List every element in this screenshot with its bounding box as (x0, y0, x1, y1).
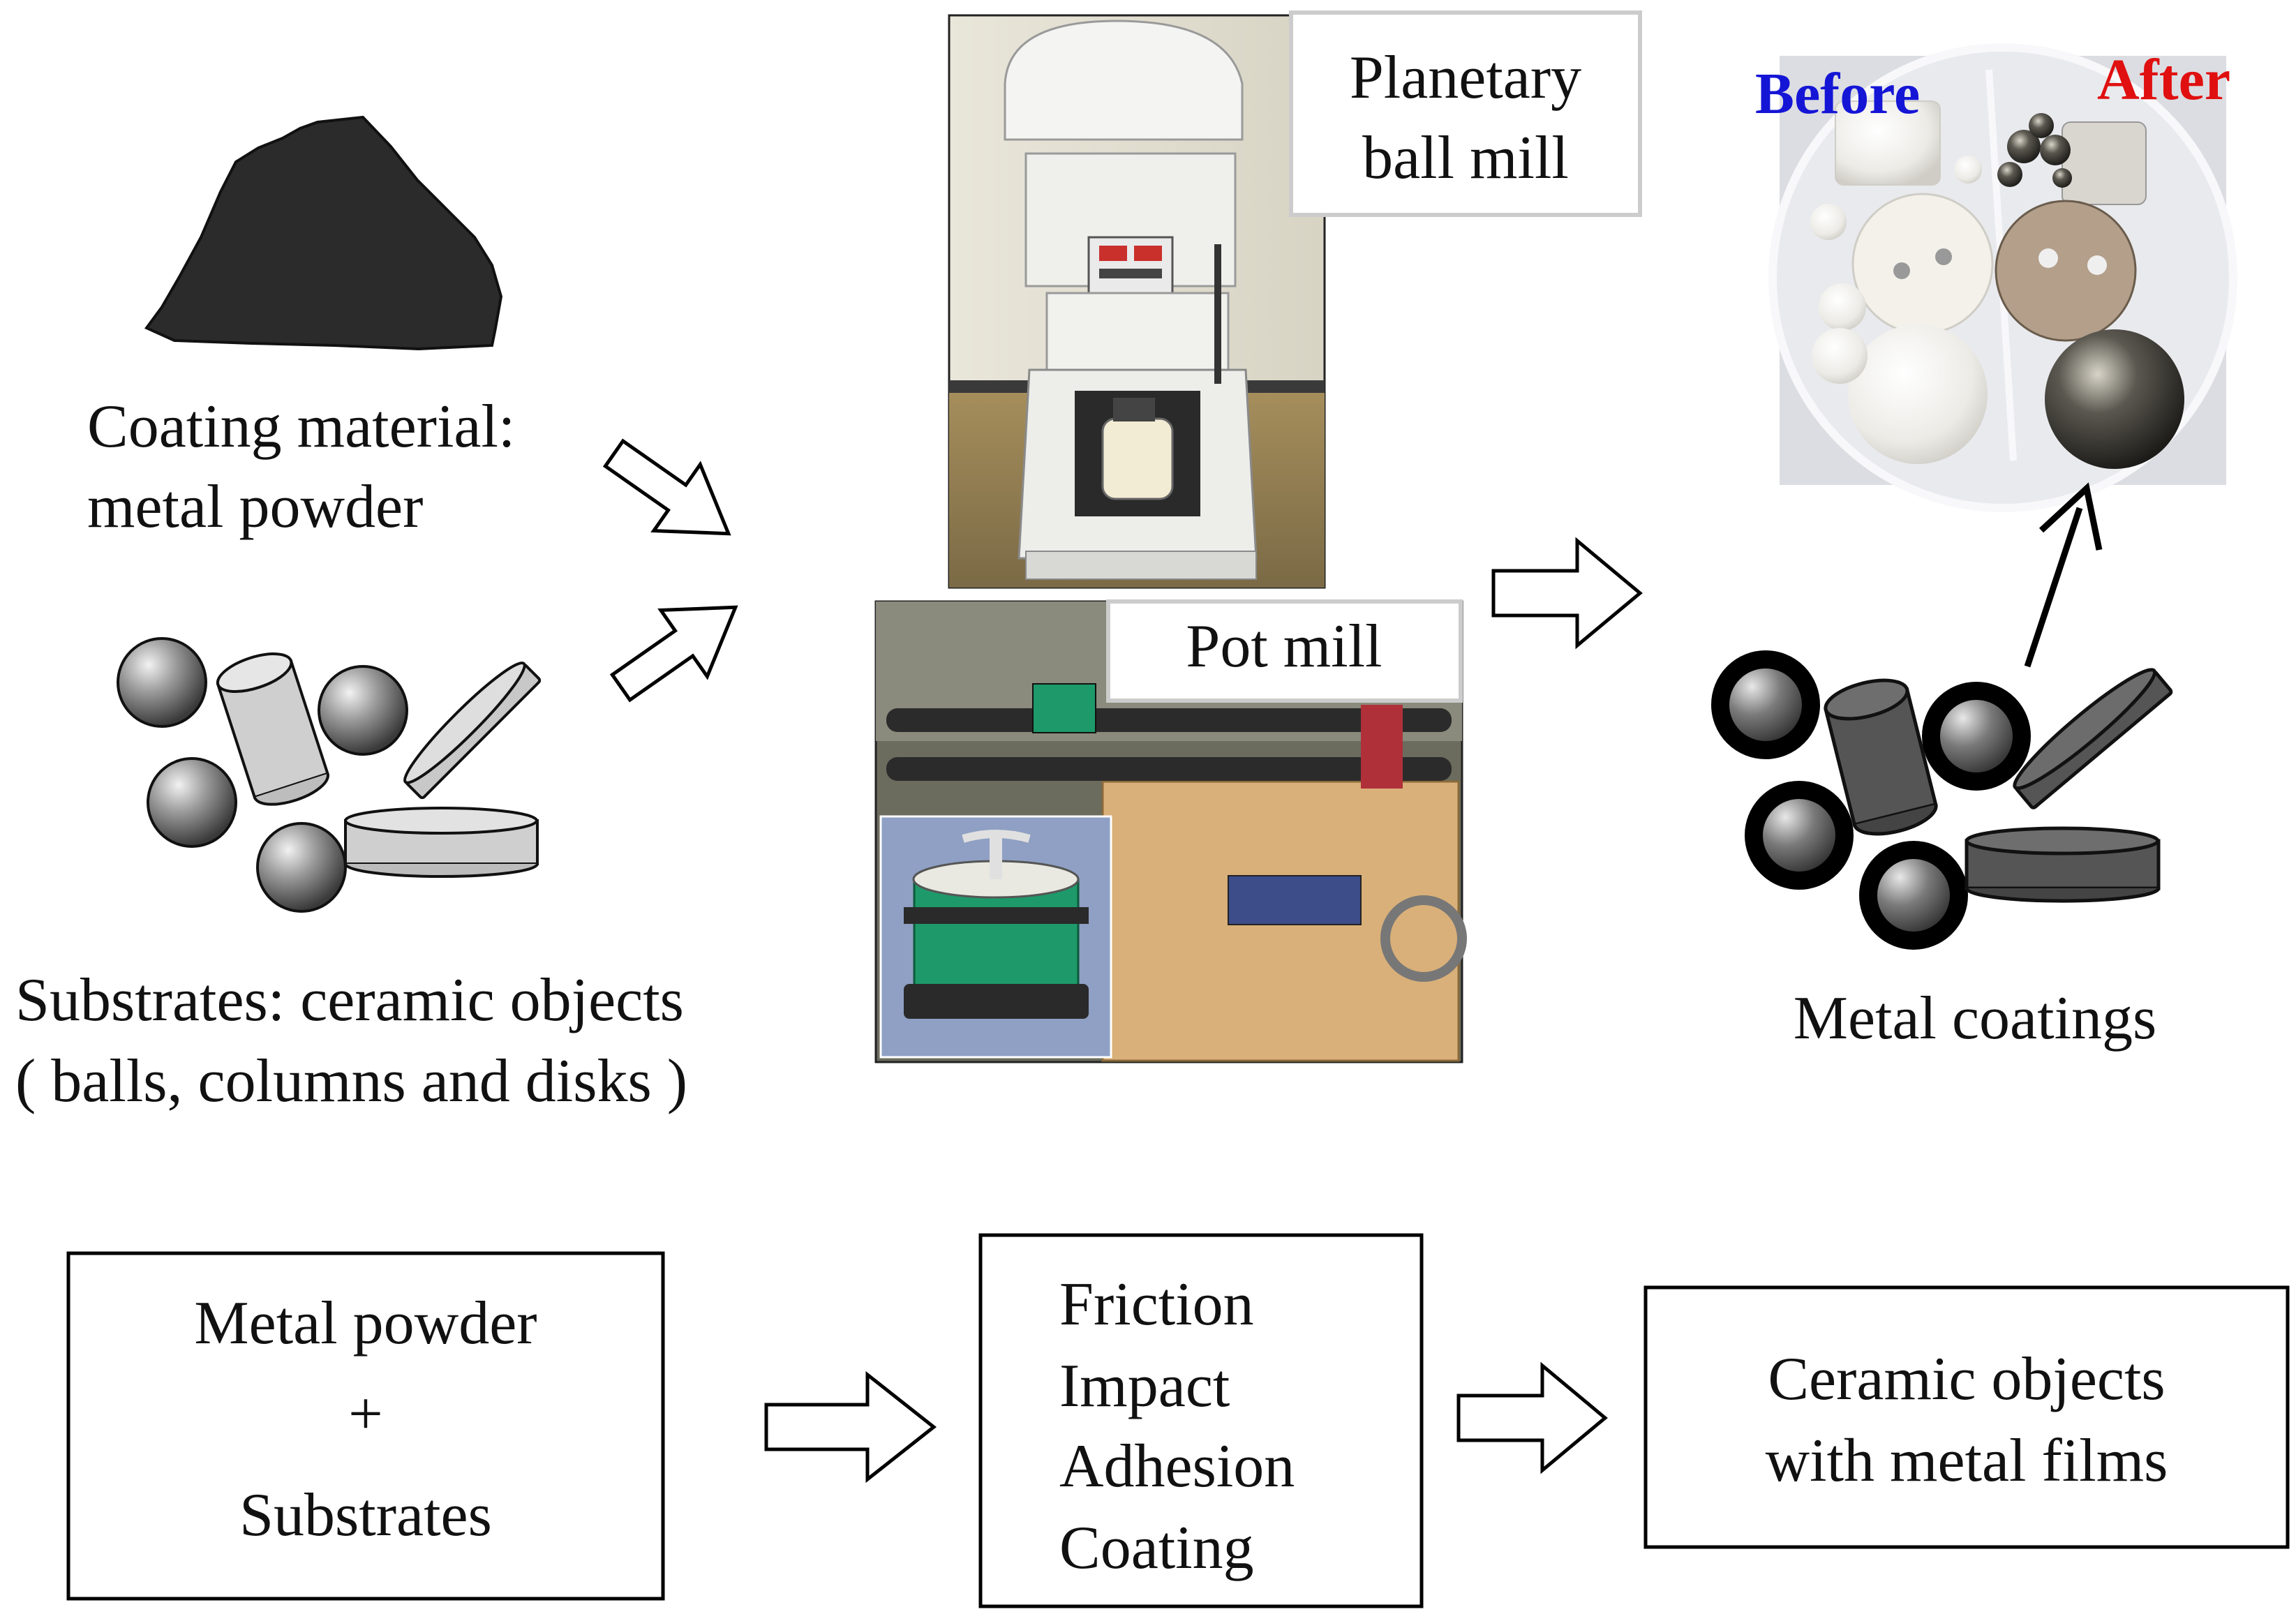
substrate-disk-flat-icon (344, 807, 539, 879)
coated-column-icon (1824, 678, 1938, 836)
before-label: Before (1755, 61, 1920, 126)
flow-metal-films-text: with metal films (1766, 1427, 2168, 1495)
coated-ball-1-icon (1711, 650, 1820, 759)
substrates-label: Substrates: ceramic objects (15, 966, 684, 1034)
coated-ball-4-icon (1859, 841, 1968, 950)
arrow-substrates-to-mill (609, 605, 738, 703)
pot-mill-label: Pot mill (1186, 613, 1382, 680)
planetary-ball-mill-label-box (1289, 10, 1642, 217)
substrates-group: Substrates: ceramic objects ( balls, col… (15, 637, 687, 1115)
flow-box-inputs: Metal powder + Substrates (66, 1251, 665, 1601)
coated-disk-flat-icon (1965, 826, 2161, 903)
flow-adhesion-text: Adhesion (1059, 1433, 1295, 1500)
planetary-ball-mill-label: Planetary (1350, 44, 1581, 112)
coating-material-label: Coating material: (87, 393, 515, 461)
coating-material-sublabel: metal powder (87, 473, 423, 541)
metal-coatings-group: Metal coatings (1711, 650, 2173, 1052)
substrate-ball-4-icon (256, 822, 347, 913)
pot-mill-label-box (1106, 599, 1463, 703)
substrate-ball-3-icon (147, 757, 237, 848)
substrates-sublabel: ( balls, columns and disks ) (15, 1047, 687, 1115)
flow-ceramic-objects-text: Ceramic objects (1768, 1345, 2165, 1413)
coated-disk-tilted-icon (2013, 668, 2173, 809)
coated-ball-2-icon (1922, 682, 2031, 791)
arrow-flow-2 (1456, 1361, 1608, 1474)
arrow-coating-to-mill (602, 438, 731, 536)
planetary-ball-mill-photo (948, 14, 1326, 589)
arrow-flow-1 (764, 1370, 937, 1484)
metal-powder-pile-icon (144, 115, 503, 351)
before-after-photo (1768, 43, 2237, 512)
flow-box-result: Ceramic objects with metal films (1643, 1285, 2290, 1549)
substrate-disk-tilted-icon (403, 662, 542, 800)
flow-substrates-text: Substrates (239, 1481, 492, 1549)
flow-box-mechanism: Friction Impact Adhesion Coating (978, 1233, 1424, 1608)
substrate-ball-2-icon (318, 665, 408, 756)
flow-friction-text: Friction (1059, 1271, 1254, 1338)
after-label: After (2097, 47, 2230, 112)
substrate-ball-1-icon (117, 637, 207, 728)
substrate-column-icon (216, 652, 330, 806)
arrow-mill-to-coatings (1491, 537, 1643, 650)
arrow-coatings-to-photo (2024, 482, 2103, 668)
flow-impact-text: Impact (1059, 1352, 1230, 1420)
metal-coatings-label: Metal coatings (1794, 985, 2157, 1052)
flow-coating-text: Coating (1059, 1514, 1254, 1582)
flow-metal-powder-text: Metal powder (194, 1290, 537, 1357)
coated-ball-3-icon (1745, 781, 1854, 890)
flow-plus-text: + (348, 1380, 383, 1448)
coating-material-group: Coating material: metal powder (87, 115, 515, 541)
planetary-ball-mill-sublabel: ball mill (1362, 124, 1569, 192)
